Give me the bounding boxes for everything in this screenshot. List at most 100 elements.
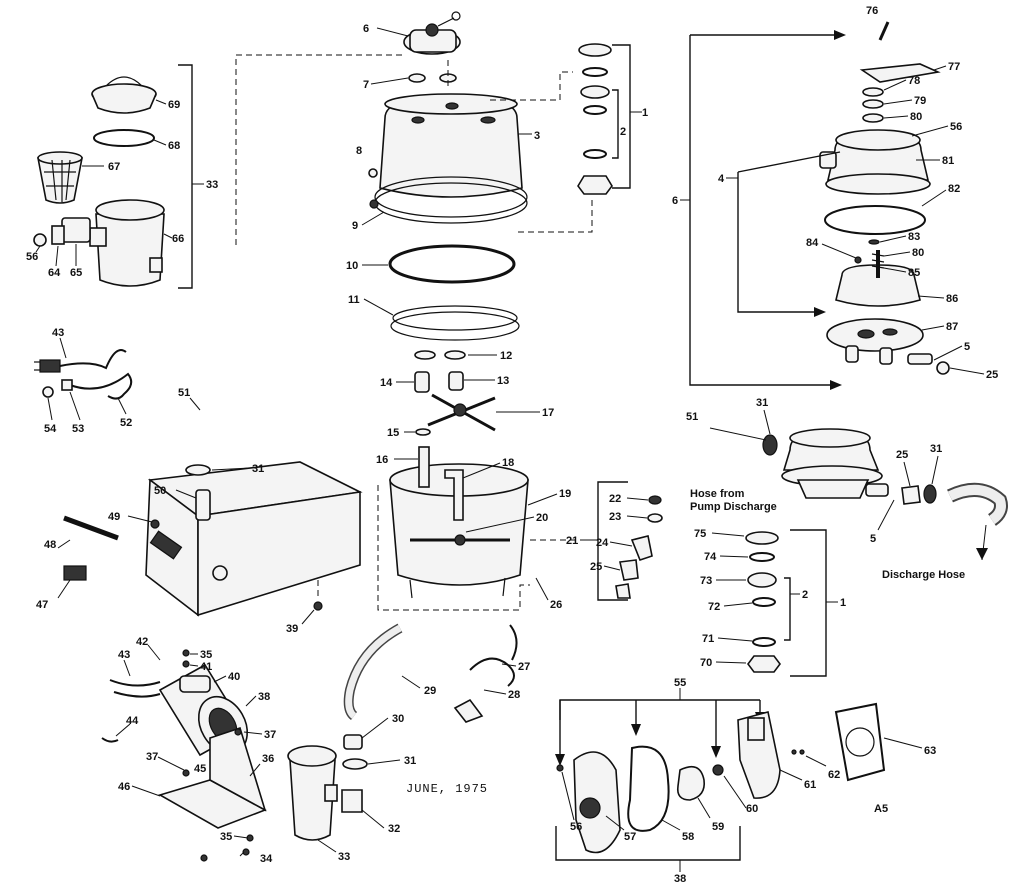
label-25-top: 25 xyxy=(986,369,998,381)
leader-79 xyxy=(883,99,913,105)
o-ring-22 xyxy=(648,495,662,505)
bracket-55-arrows xyxy=(555,700,765,766)
label-43-top: 43 xyxy=(52,327,64,339)
assembly-line-2 xyxy=(518,196,593,233)
leader-discharge-hose xyxy=(981,524,987,561)
screws-62 xyxy=(791,749,805,755)
leader-46 xyxy=(131,785,161,797)
leader-31-left xyxy=(211,467,251,471)
label-1-lower: 1 xyxy=(840,597,846,609)
label-65: 65 xyxy=(70,267,82,279)
leader-43-bottom xyxy=(123,659,131,677)
clip-27 xyxy=(469,624,518,687)
label-59: 59 xyxy=(712,821,724,833)
label-62: 62 xyxy=(828,769,840,781)
bracket-33-upper xyxy=(178,64,193,289)
leader-34 xyxy=(239,851,245,857)
leader-49 xyxy=(127,515,153,523)
label-35-bottom: 35 xyxy=(220,831,232,843)
label-10: 10 xyxy=(346,260,358,272)
leader-82 xyxy=(921,189,947,207)
label-13: 13 xyxy=(497,375,509,387)
label-58: 58 xyxy=(682,831,694,843)
label-72: 72 xyxy=(708,601,720,613)
leader-28 xyxy=(483,689,507,695)
label-15: 15 xyxy=(387,427,399,439)
leader-56-bottom xyxy=(561,771,575,821)
label-55: 55 xyxy=(674,677,686,689)
leader-54 xyxy=(47,397,53,421)
label-6-right: 6 xyxy=(672,195,678,207)
label-42: 42 xyxy=(136,636,148,648)
leader-20 xyxy=(465,516,535,533)
bracket-1-lower xyxy=(790,529,827,677)
strainer-lid xyxy=(91,76,157,114)
rotor-86 xyxy=(835,250,921,307)
leader-23 xyxy=(626,515,648,519)
leader-51-right xyxy=(709,427,767,441)
wire-44 xyxy=(101,737,119,743)
leader-59 xyxy=(697,797,711,819)
washer-78 xyxy=(862,87,884,97)
label-77: 77 xyxy=(948,61,960,73)
leader-47 xyxy=(57,579,71,599)
leader-56-left xyxy=(35,245,41,253)
leader-60 xyxy=(723,775,747,809)
impeller-59 xyxy=(676,765,706,801)
label-31-bottom: 31 xyxy=(404,755,416,767)
label-7: 7 xyxy=(363,79,369,91)
label-71: 71 xyxy=(702,633,714,645)
label-66: 66 xyxy=(172,233,184,245)
leader-22 xyxy=(626,497,649,501)
leader-5-mid xyxy=(877,499,895,531)
label-6-top: 6 xyxy=(363,23,369,35)
elbow-32 xyxy=(341,789,363,813)
leader-33-bottom xyxy=(317,839,337,853)
gasket-82 xyxy=(824,205,926,235)
label-50: 50 xyxy=(154,485,166,497)
label-69: 69 xyxy=(168,99,180,111)
leader-29 xyxy=(401,675,421,689)
label-23: 23 xyxy=(609,511,621,523)
tank-lid xyxy=(379,93,523,198)
leader-43-top xyxy=(59,337,67,359)
clamp-31 xyxy=(342,758,368,770)
label-5-top: 5 xyxy=(964,341,970,353)
leader-83 xyxy=(879,235,907,243)
label-81: 81 xyxy=(942,155,954,167)
tank-o-ring xyxy=(388,244,516,284)
label-5-mid: 5 xyxy=(870,533,876,545)
label-32: 32 xyxy=(388,823,400,835)
label-53: 53 xyxy=(72,423,84,435)
label-30: 30 xyxy=(392,713,404,725)
arrow-4-bottom xyxy=(814,307,826,317)
leader-37-left xyxy=(157,756,185,771)
label-21: 21 xyxy=(566,535,578,547)
bracket-6 xyxy=(689,35,838,386)
label-8: 8 xyxy=(356,145,362,157)
strainer-basket xyxy=(37,151,83,204)
leader-27 xyxy=(501,663,517,667)
bracket-4 xyxy=(737,172,822,313)
cap-28 xyxy=(453,698,484,723)
label-37-left: 37 xyxy=(146,751,158,763)
valve-handle-77 xyxy=(859,21,941,83)
leader-31-bottom xyxy=(367,759,401,765)
leader-62 xyxy=(805,755,827,767)
label-44: 44 xyxy=(126,715,139,727)
diagram-date: JUNE, 1975 xyxy=(406,782,488,796)
leader-56-right xyxy=(911,125,949,137)
valve-base-87 xyxy=(826,318,933,365)
label-49: 49 xyxy=(108,511,120,523)
leader-35-bottom xyxy=(233,835,249,839)
leader-25-mid xyxy=(603,565,621,571)
clamp-31-left xyxy=(762,434,778,456)
label-34: 34 xyxy=(260,853,273,865)
leader-41 xyxy=(189,664,199,667)
label-27: 27 xyxy=(518,661,530,673)
label-12: 12 xyxy=(500,350,512,362)
label-76: 76 xyxy=(866,5,878,17)
bracket-2-upper xyxy=(612,89,619,159)
bracket-1-upper xyxy=(612,44,631,189)
label-64: 64 xyxy=(48,267,61,279)
